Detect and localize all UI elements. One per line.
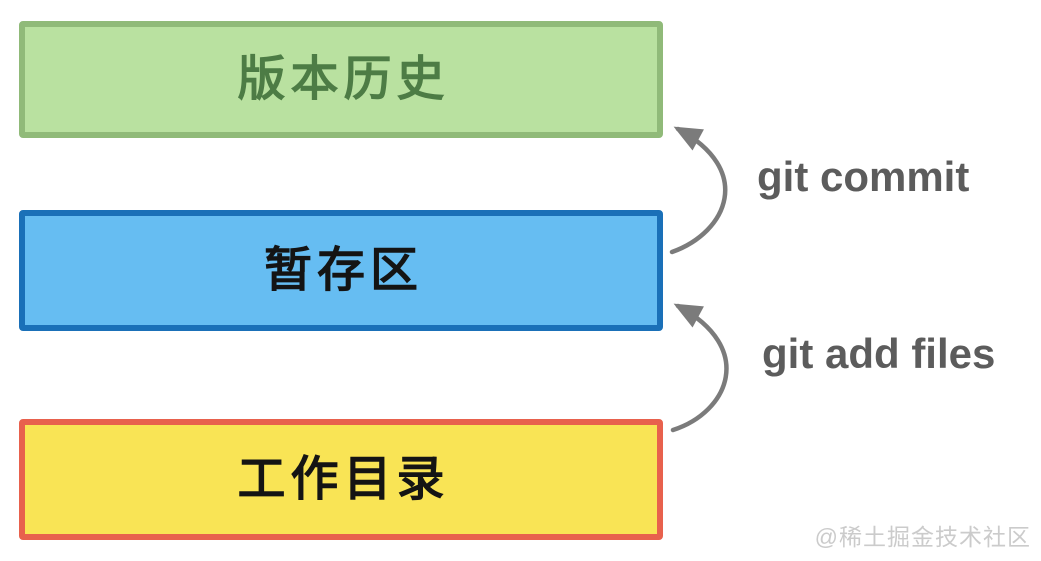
box-version-history-label: 版本历史 bbox=[237, 52, 450, 106]
watermark: @稀土掘金技术社区 bbox=[814, 524, 1031, 550]
box-staging-area-label: 暂存区 bbox=[263, 243, 423, 297]
git-add-label: git add files bbox=[762, 330, 996, 377]
git-add-arrow bbox=[670, 303, 729, 433]
box-working-directory-label: 工作目录 bbox=[237, 452, 450, 506]
box-staging-area: 暂存区 bbox=[19, 210, 663, 331]
git-commit-label: git commit bbox=[757, 153, 970, 200]
box-working-directory: 工作目录 bbox=[19, 419, 663, 540]
box-version-history: 版本历史 bbox=[19, 21, 663, 138]
git-commit-arrow bbox=[669, 126, 728, 255]
